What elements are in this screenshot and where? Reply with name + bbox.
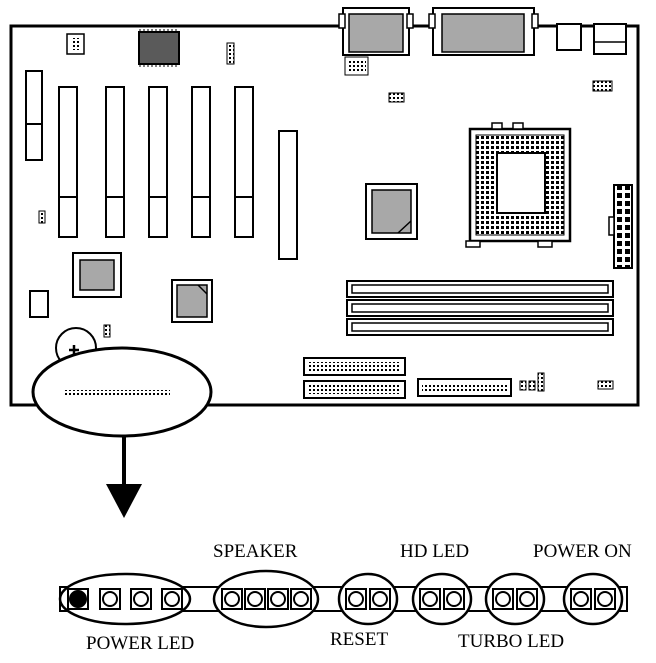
jumper-block — [226, 42, 235, 65]
pci-slot — [105, 86, 125, 238]
front-panel-header — [58, 569, 628, 629]
atx-power-connector — [613, 184, 633, 269]
isa-slot — [58, 86, 78, 238]
reset-label: RESET — [330, 629, 389, 650]
hd-led-pins — [411, 572, 473, 626]
agp-slot — [278, 130, 298, 260]
pci-slot — [148, 86, 168, 238]
turbo-led-pins — [484, 572, 546, 626]
side-connector — [25, 70, 43, 161]
arrow-down-icon — [106, 436, 142, 518]
turbo-led-label: TURBO LED — [458, 631, 565, 652]
reset-pins — [337, 572, 399, 626]
cpu-socket — [465, 122, 572, 248]
jumper-block — [537, 372, 545, 392]
expansion-slots — [58, 86, 298, 260]
rear-io-ports — [338, 7, 627, 56]
jumper-block — [592, 80, 613, 92]
keyboard-port — [593, 23, 627, 55]
power-on-pins — [562, 572, 624, 626]
front-panel-header-mini — [64, 390, 170, 396]
power-on-label: POWER ON — [533, 541, 632, 562]
jumper-block — [528, 380, 536, 391]
pci-slot — [234, 86, 254, 238]
usb-port — [556, 23, 582, 51]
jumper-block — [103, 324, 111, 338]
bios-chip — [138, 31, 180, 65]
jumper-block — [388, 92, 405, 103]
jumper-block — [38, 210, 46, 224]
jumper-block — [597, 380, 614, 390]
memory-slots — [346, 280, 614, 336]
pci-slot — [191, 86, 211, 238]
small-connector — [29, 290, 49, 318]
jumper-block — [519, 380, 527, 391]
power-led-pins — [58, 572, 192, 626]
hd-led-label: HD LED — [400, 541, 470, 562]
speaker-label: SPEAKER — [213, 541, 298, 562]
power-led-label: POWER LED — [86, 633, 195, 654]
